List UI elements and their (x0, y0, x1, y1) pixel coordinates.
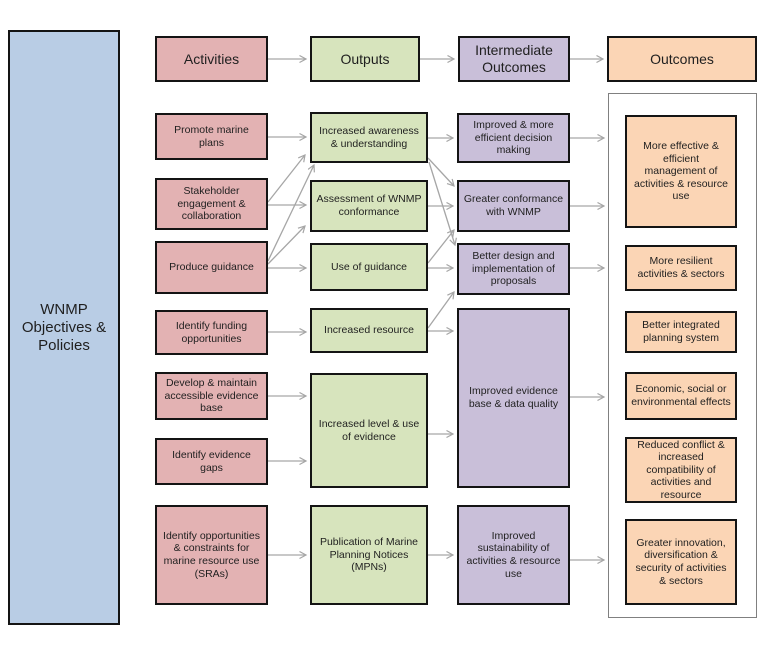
output-increased-awareness: Increased awareness & understanding (310, 112, 428, 163)
activity-identify-opportunities-sras: Identify opportunities & constraints for… (155, 505, 268, 605)
intermediate-better-design-proposals: Better design and implementation of prop… (457, 243, 570, 295)
output-publication-mpns: Publication of Marine Planning Notices (… (310, 505, 428, 605)
activity-develop-evidence-base: Develop & maintain accessible evidence b… (155, 372, 268, 420)
activity-produce-guidance: Produce guidance (155, 241, 268, 294)
header-outputs: Outputs (310, 36, 420, 82)
outcome-better-integrated-planning: Better integrated planning system (625, 311, 737, 353)
intermediate-improved-evidence-base: Improved evidence base & data quality (457, 308, 570, 488)
output-increased-evidence-use: Increased level & use of evidence (310, 373, 428, 488)
intermediate-improved-decision-making: Improved & more efficient decision makin… (457, 113, 570, 163)
output-use-of-guidance: Use of guidance (310, 243, 428, 291)
header-intermediate-outcomes: Intermediate Outcomes (458, 36, 570, 82)
intermediate-improved-sustainability: Improved sustainability of activities & … (457, 505, 570, 605)
outcome-reduced-conflict: Reduced conflict & increased compatibili… (625, 437, 737, 503)
source-box-wnmp-objectives-policies: WNMP Objectives & Policies (8, 30, 120, 625)
outcome-effective-management: More effective & efficient management of… (625, 115, 737, 228)
outcome-economic-social-environmental: Economic, social or environmental effect… (625, 372, 737, 420)
output-increased-resource: Increased resource (310, 308, 428, 353)
activity-identify-evidence-gaps: Identify evidence gaps (155, 438, 268, 485)
output-assessment-conformance: Assessment of WNMP conformance (310, 180, 428, 232)
header-outcomes: Outcomes (607, 36, 757, 82)
outcome-greater-innovation: Greater innovation, diversification & se… (625, 519, 737, 605)
intermediate-greater-conformance: Greater conformance with WNMP (457, 180, 570, 232)
activity-identify-funding: Identify funding opportunities (155, 310, 268, 355)
activity-stakeholder-engagement: Stakeholder engagement & collaboration (155, 178, 268, 230)
header-activities: Activities (155, 36, 268, 82)
outcome-more-resilient: More resilient activities & sectors (625, 245, 737, 291)
activity-promote-marine-plans: Promote marine plans (155, 113, 268, 160)
